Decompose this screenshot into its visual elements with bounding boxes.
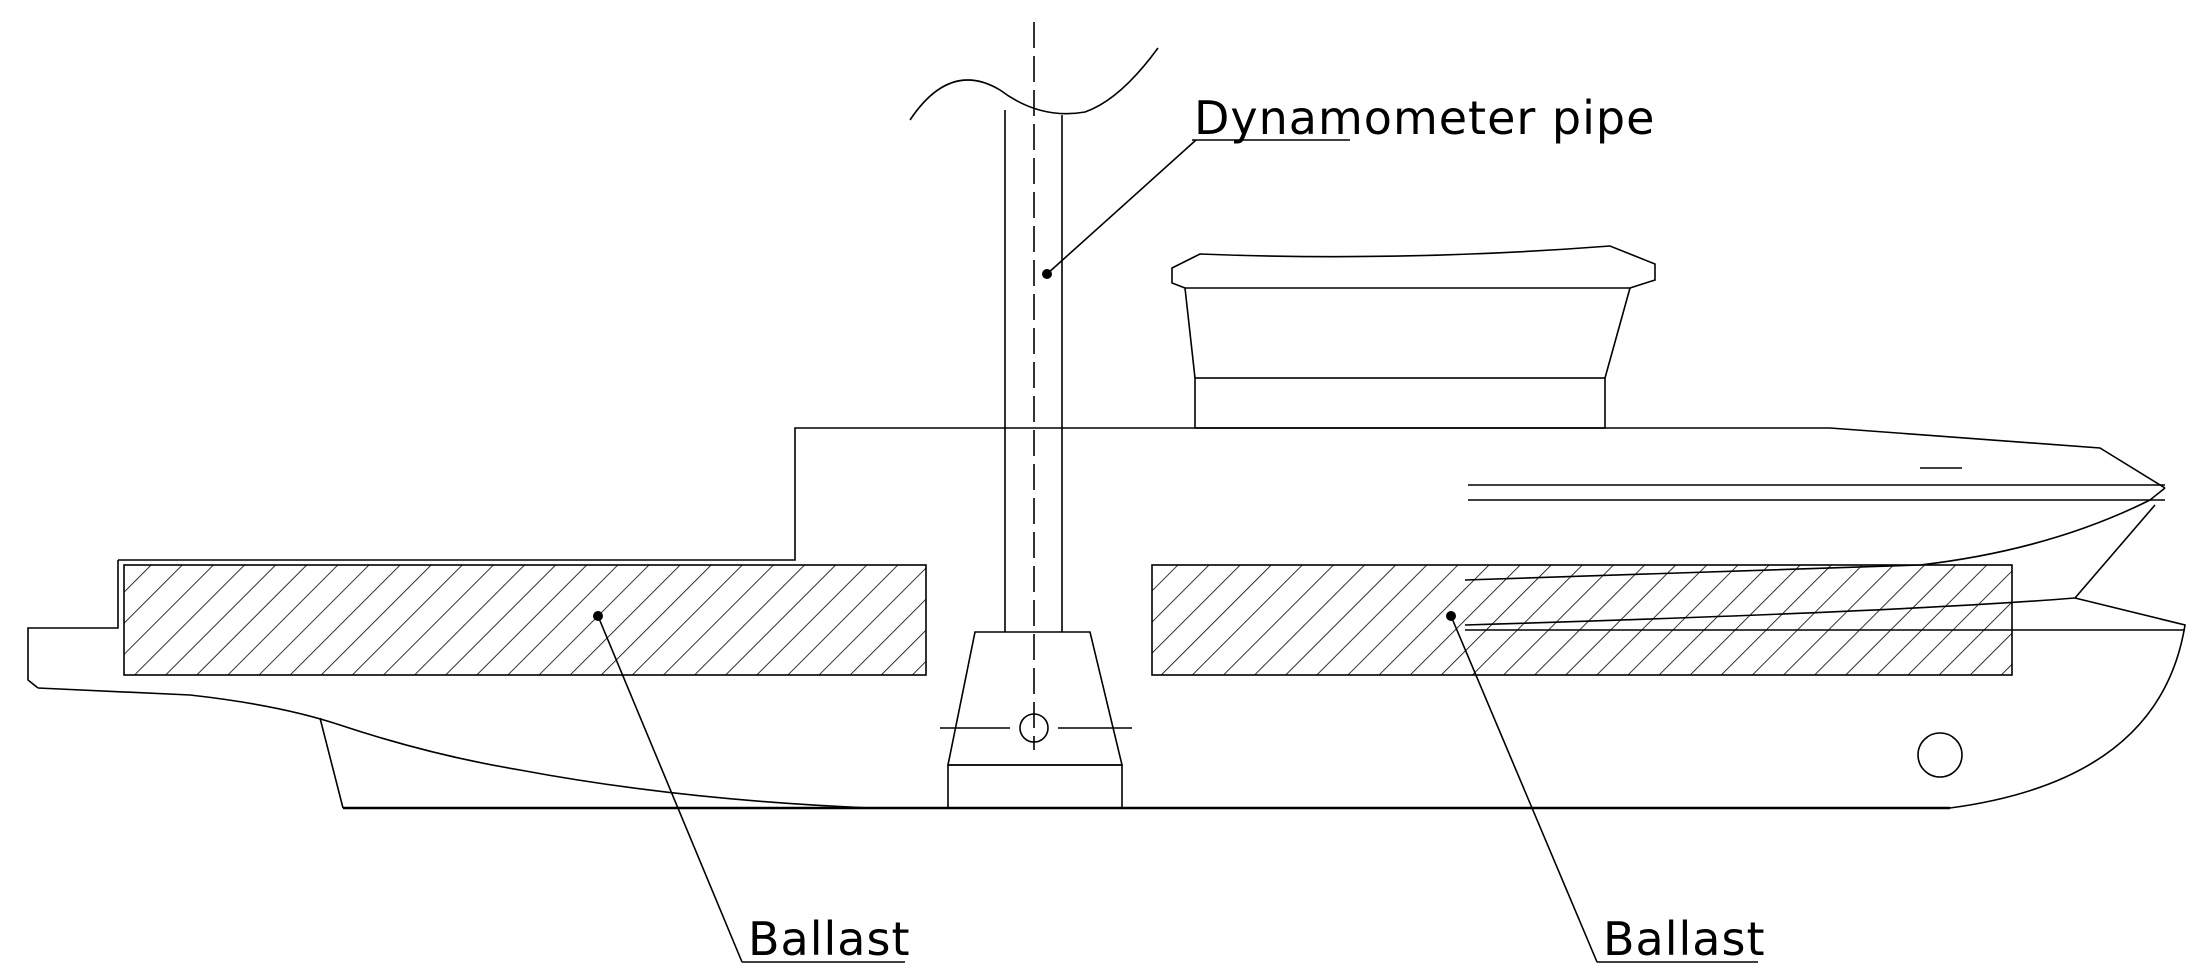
pivot-circle [1019,713,1049,743]
label-ballast-right: Ballast [1446,611,1766,966]
ballast-right-block [1151,564,2013,676]
label-dynamometer-pipe: Dynamometer pipe [1042,91,1655,279]
porthole-circle [1917,732,1963,778]
dynamometer-pipe-label: Dynamometer pipe [1194,91,1655,145]
ballast-left-label: Ballast [748,912,911,966]
dynamometer-pipe [909,22,1159,750]
ballast-left-block [123,564,927,676]
deck-house [1171,245,1656,429]
pipe-base [940,631,1132,809]
ballast-right-label: Ballast [1603,912,1766,966]
hull [27,427,2186,810]
label-ballast-left: Ballast [593,611,911,966]
